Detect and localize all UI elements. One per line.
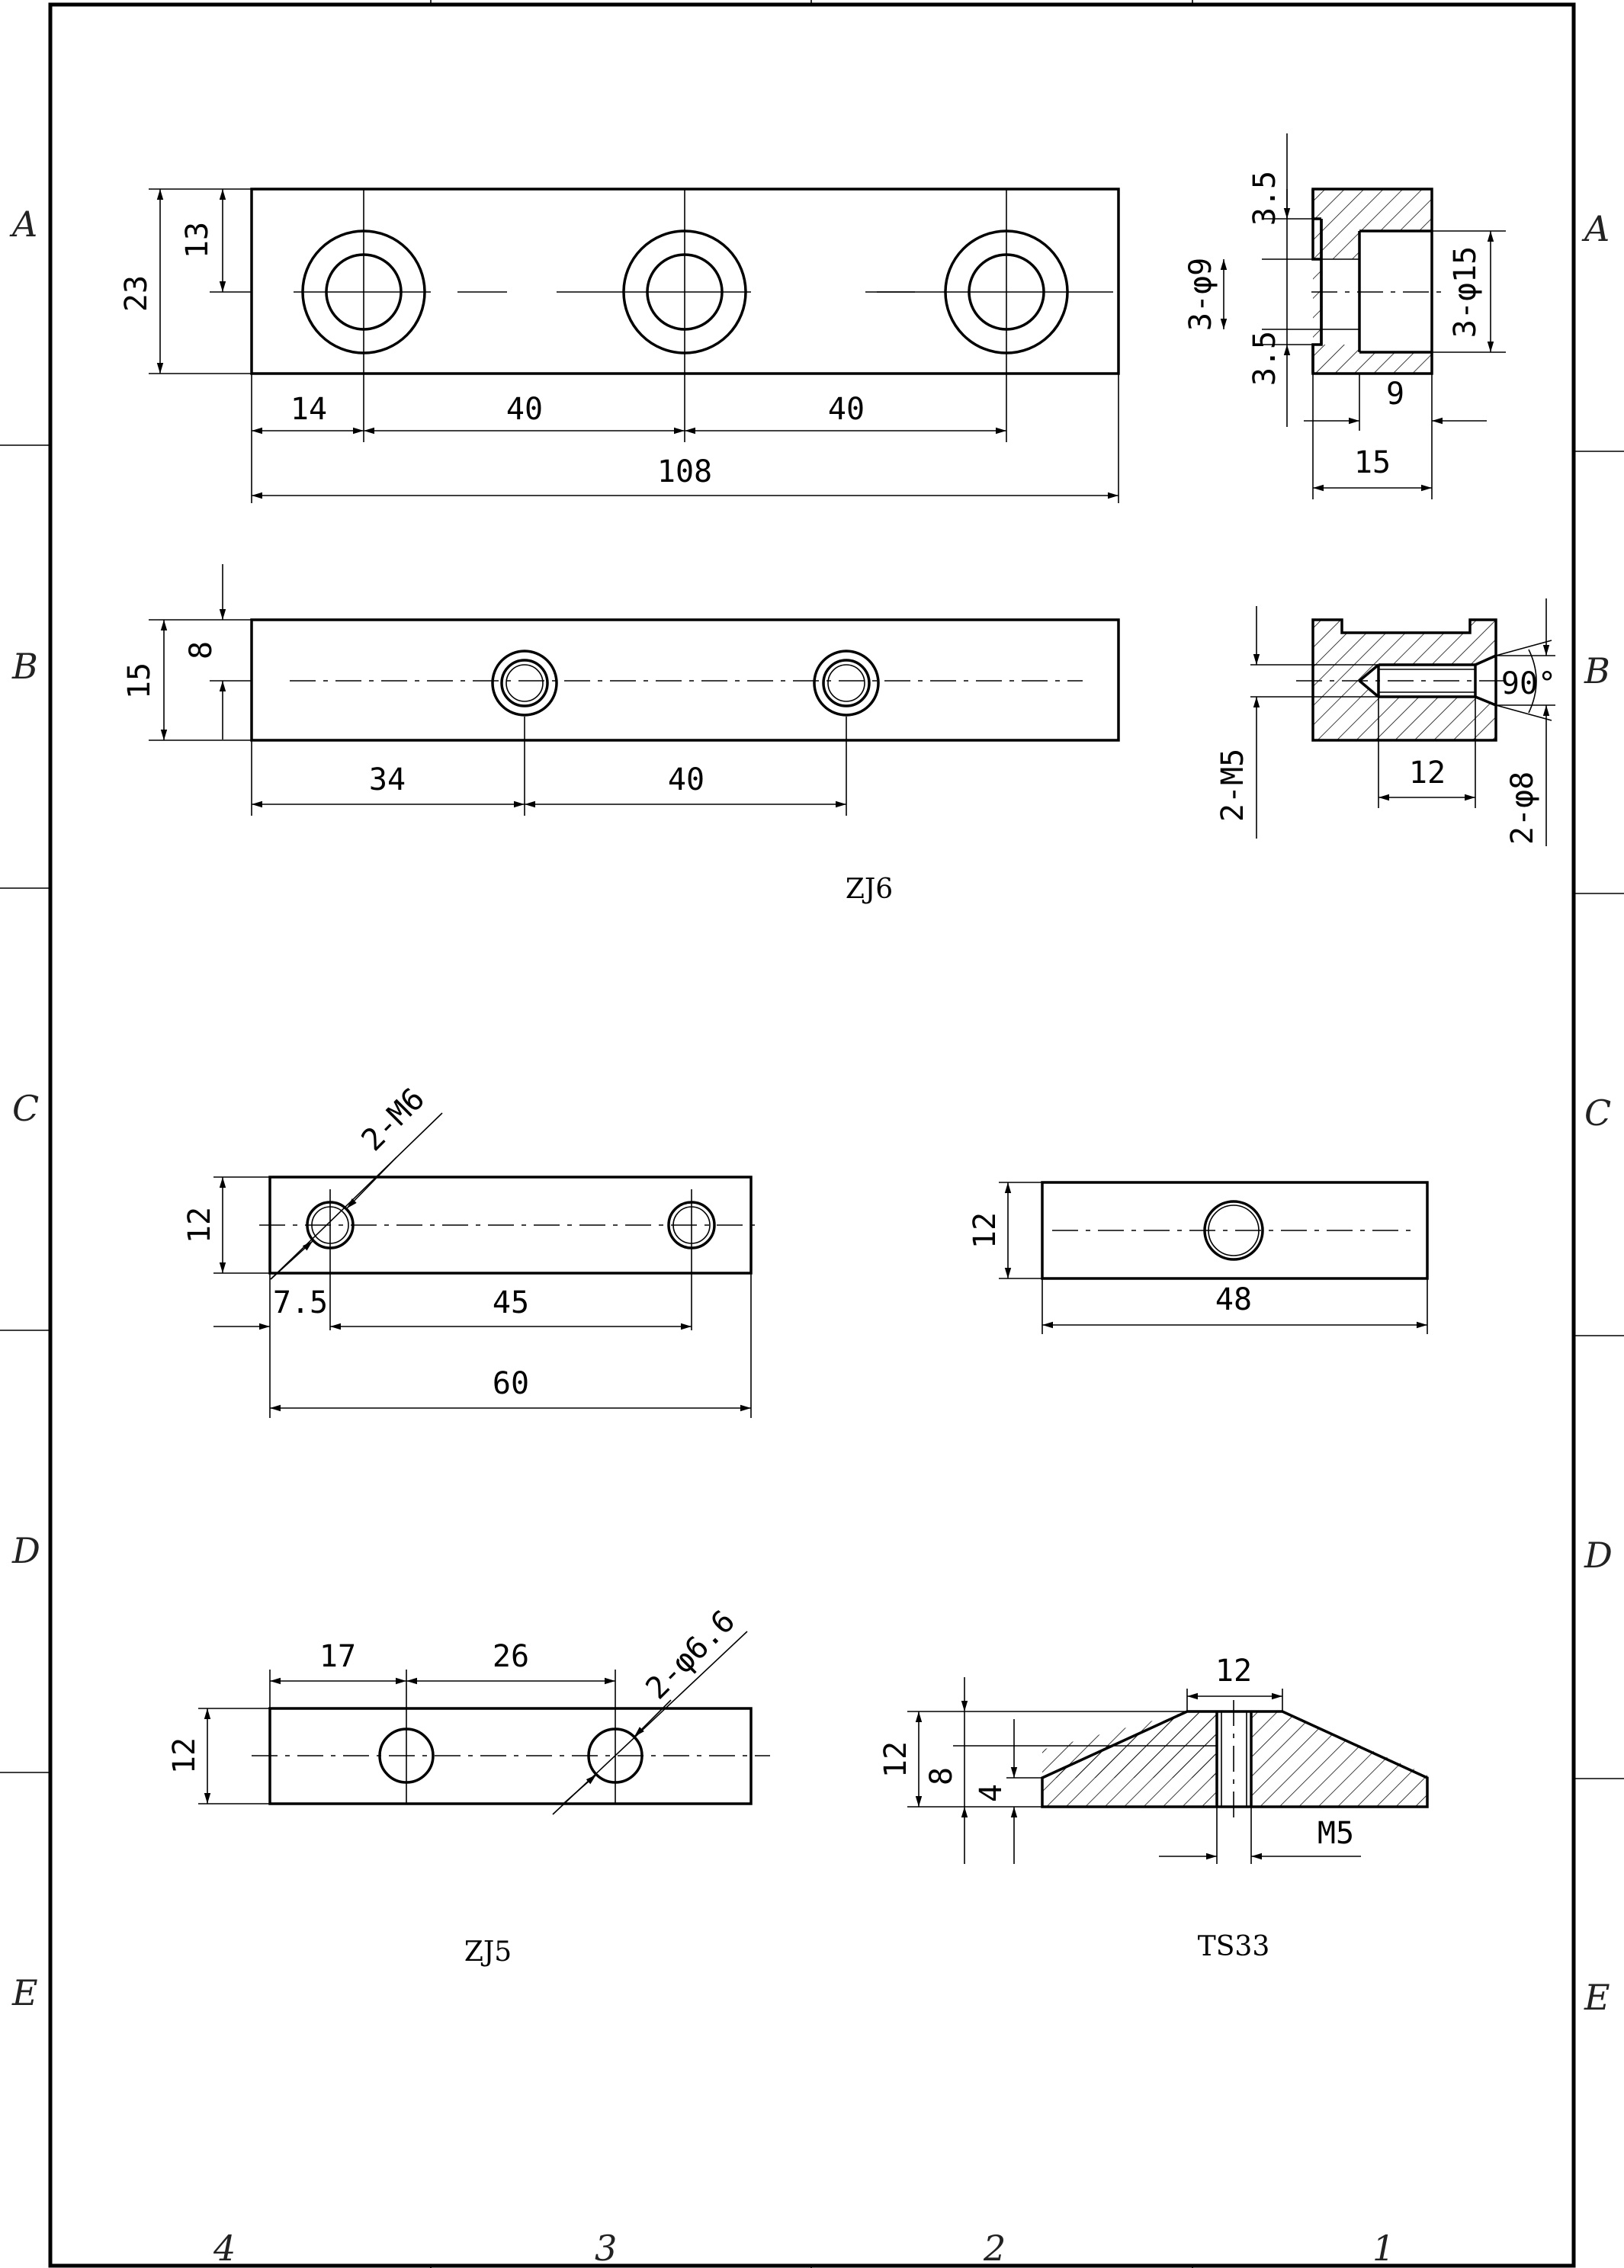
zone-letters-left: A B C D E [9, 204, 40, 2013]
ts33-top-dim-length: 48 [1215, 1282, 1252, 1317]
zone-2: 2 [983, 2228, 1006, 2268]
zj6-thread-hole-2 [813, 650, 880, 717]
zj6-bottom-dim-hole-height: 8 [184, 641, 219, 659]
zj5-bottom-dim-height: 12 [167, 1737, 202, 1774]
ts33-sec-height: 12 [878, 1741, 913, 1778]
zj6-sec-b-angle: 90° [1501, 666, 1556, 701]
ts33-top-dim-height: 12 [968, 1212, 1003, 1249]
zj5-top-view: 2-M6 12 7.5 45 60 [182, 1081, 762, 1418]
zone-d-right: D [1584, 1535, 1613, 1576]
zone-a-left: A [9, 204, 37, 245]
zone-e-right: E [1584, 1977, 1610, 2018]
zj6-section-a: 3.5 3.5 3-φ9 3-φ15 9 15 [1183, 133, 1506, 499]
part-label-ts33: TS33 [1198, 1931, 1269, 1962]
ts33-sec-top-width: 12 [1215, 1654, 1252, 1689]
zone-b-right: B [1584, 650, 1610, 691]
zj6-sec-a-width: 15 [1354, 445, 1391, 480]
zone-c-right: C [1584, 1092, 1611, 1134]
zone-1: 1 [1372, 2228, 1395, 2268]
zone-numbers-bottom: 4 3 2 1 [213, 2228, 1395, 2268]
zj6-top-dim-pitch-2: 40 [828, 392, 865, 427]
zone-d-left: D [11, 1530, 40, 1571]
zj5-top-dim-height: 12 [182, 1207, 217, 1243]
sheet-frame [48, 2, 1576, 2268]
zj6-bottom-outline [250, 618, 1120, 742]
zj6-thread-hole-1 [491, 650, 558, 717]
zj5-bottom-dim-offset: 17 [319, 1639, 356, 1674]
zj6-sec-a-step-top: 3.5 [1247, 171, 1282, 226]
zj5-top-dim-length: 60 [493, 1366, 529, 1401]
zj6-top-dim-height: 23 [119, 275, 154, 312]
ts33-section: 12 12 8 4 M5 [878, 1654, 1429, 1864]
zone-e-left: E [11, 1972, 38, 2013]
zj5-top-thread: 2-M6 [355, 1081, 432, 1158]
zj6-sec-a-step-bottom: 3.5 [1247, 331, 1282, 386]
ts33-top-view: 12 48 [968, 1181, 1429, 1334]
ts33-top-outline [1041, 1181, 1429, 1280]
zj5-bottom-view: 2-φ6.6 12 17 26 [167, 1603, 770, 1815]
zj6-sec-a-through-hole: 3-φ9 [1183, 258, 1218, 331]
zj6-sec-b-thread-depth: 12 [1409, 755, 1446, 791]
zj5-top-dim-offset: 7.5 [273, 1285, 328, 1320]
ts33-sec-base: 4 [974, 1784, 1009, 1802]
zj6-bottom-dim-height: 15 [122, 662, 157, 699]
zj6-counterbore-2 [557, 189, 751, 374]
ts33-thread-hole [1203, 1200, 1264, 1261]
zj5-bottom-dim-pitch: 26 [493, 1639, 529, 1674]
zone-b-left: B [11, 646, 38, 687]
zone-a-right: A [1581, 208, 1610, 249]
zj6-counterbore-3 [877, 189, 1113, 374]
zj6-bottom-view: 15 8 34 40 [122, 564, 1120, 816]
zj6-section-b: 2-M5 90° 2-φ8 12 [1215, 598, 1556, 846]
zj6-sec-b-thread: 2-M5 [1215, 749, 1250, 822]
zj6-counterbore-1 [294, 189, 431, 374]
zone-3: 3 [595, 2228, 617, 2268]
zone-letters-right: A B C D E [1581, 208, 1613, 2018]
ts33-sec-thread: M5 [1317, 1816, 1354, 1851]
zj6-top-dim-offset: 14 [290, 392, 327, 427]
zone-4: 4 [213, 2228, 236, 2268]
zj6-top-view: 23 13 14 40 40 108 [119, 188, 1120, 503]
zj5-bottom-hole: 2-φ6.6 [639, 1603, 742, 1706]
zj6-sec-a-counterbore: 3-φ15 [1448, 246, 1483, 338]
zj6-top-dim-length: 108 [657, 454, 712, 489]
zj6-bottom-dim-offset: 34 [369, 762, 406, 797]
zj6-top-dim-pitch-1: 40 [506, 392, 543, 427]
zj6-top-dim-hole-height: 13 [180, 222, 215, 258]
zj6-sec-a-depth: 9 [1386, 377, 1404, 412]
part-label-zj6: ZJ6 [846, 874, 893, 905]
ts33-sec-bevel: 8 [924, 1767, 959, 1785]
zj6-bottom-dim-pitch: 40 [668, 762, 704, 797]
part-label-zj5: ZJ5 [464, 1936, 512, 1968]
zj5-top-dim-pitch: 45 [493, 1285, 529, 1320]
zj6-sec-b-countersink: 2-φ8 [1505, 772, 1540, 845]
zone-c-left: C [12, 1088, 39, 1129]
